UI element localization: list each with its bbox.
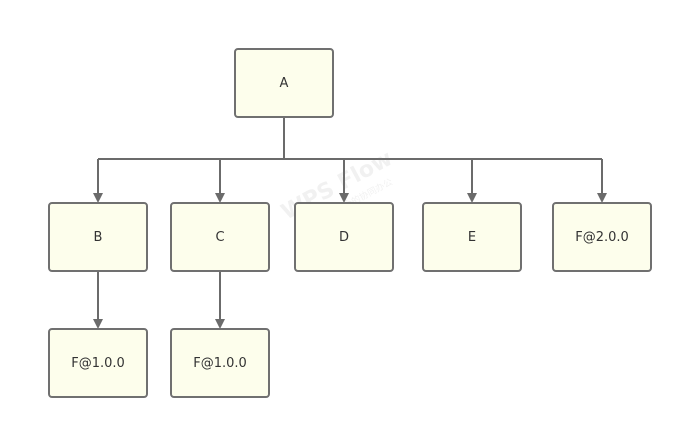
- node-d-label: D: [338, 229, 349, 245]
- node-c-f-1-0-0-label: F@1.0.0: [193, 355, 247, 371]
- node-c-label: C: [215, 229, 225, 245]
- node-b[interactable]: B: [48, 202, 148, 272]
- node-b-f-1-0-0-label: F@1.0.0: [71, 355, 125, 371]
- node-f-2-0-0[interactable]: F@2.0.0: [552, 202, 652, 272]
- node-e[interactable]: E: [422, 202, 522, 272]
- node-e-label: E: [467, 229, 477, 245]
- node-f-2-0-0-label: F@2.0.0: [575, 229, 629, 245]
- node-b-f-1-0-0[interactable]: F@1.0.0: [48, 328, 148, 398]
- node-b-label: B: [93, 229, 103, 245]
- node-a-label: A: [279, 75, 289, 91]
- node-c-f-1-0-0[interactable]: F@1.0.0: [170, 328, 270, 398]
- node-d[interactable]: D: [294, 202, 394, 272]
- node-a[interactable]: A: [234, 48, 334, 118]
- node-c[interactable]: C: [170, 202, 270, 272]
